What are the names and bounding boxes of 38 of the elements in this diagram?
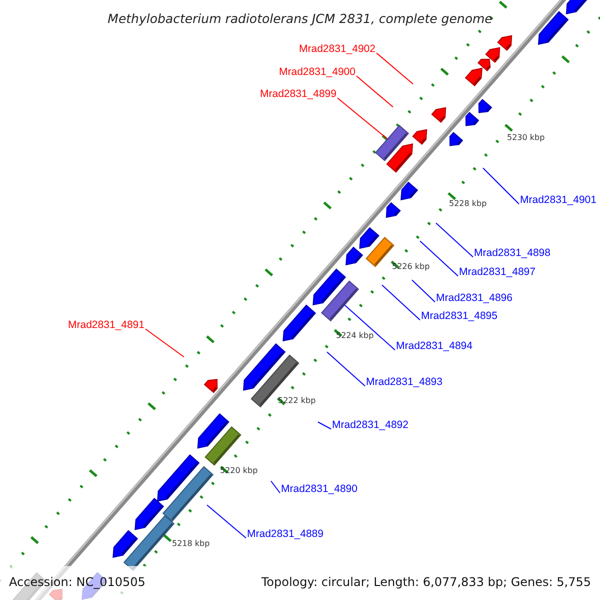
gene-label: Mrad2831_4898 xyxy=(474,247,550,259)
leader-line xyxy=(336,98,388,140)
leader-line xyxy=(144,328,184,358)
leader-line xyxy=(356,76,394,108)
leader-line xyxy=(270,480,280,494)
gene-label: Mrad2831_4895 xyxy=(421,310,498,322)
gene-label: Mrad2831_4896 xyxy=(436,292,512,304)
gene-label: Mrad2831_4890 xyxy=(281,483,358,495)
genome-stats-text: Topology: circular; Length: 6,077,833 bp; Genes: 5,755 xyxy=(261,575,591,589)
leader-line xyxy=(412,280,436,302)
gene-block xyxy=(374,124,410,162)
gene-label: Mrad2831_4902 xyxy=(299,43,376,55)
gene-label: Mrad2831_4889 xyxy=(247,528,324,540)
position-label: 5224 kbp xyxy=(336,331,374,340)
gene-label: Mrad2831_4894 xyxy=(396,340,472,352)
position-label: 5226 kbp xyxy=(392,262,430,271)
gene-label: Mrad2831_4900 xyxy=(279,66,356,78)
gene-label: Mrad2831_4893 xyxy=(366,376,442,388)
gene-label: Mrad2831_4892 xyxy=(332,419,408,431)
accession-text: Accession: NC_010505 xyxy=(9,575,146,589)
leader-line xyxy=(344,304,396,350)
gene-label: Mrad2831_4891 xyxy=(68,319,144,331)
leader-line xyxy=(206,504,246,538)
leader-line xyxy=(318,422,332,430)
gene-block xyxy=(320,280,360,322)
position-label: 5230 kbp xyxy=(507,133,545,142)
title: Methylobacterium radiotolerans JCM 2831, complete genome xyxy=(106,11,494,26)
leader-line xyxy=(376,52,414,84)
leader-line xyxy=(482,168,520,204)
position-label: 5228 kbp xyxy=(449,199,487,208)
gene-label: Mrad2831_4901 xyxy=(520,194,596,206)
leader-line xyxy=(436,222,474,258)
leader-line xyxy=(326,352,366,386)
leader-line xyxy=(382,284,420,320)
gene-label: Mrad2831_4897 xyxy=(459,266,536,278)
position-label: 5218 kbp xyxy=(172,539,210,548)
leader-line xyxy=(420,240,458,276)
gene-label: Mrad2831_4899 xyxy=(260,88,336,100)
